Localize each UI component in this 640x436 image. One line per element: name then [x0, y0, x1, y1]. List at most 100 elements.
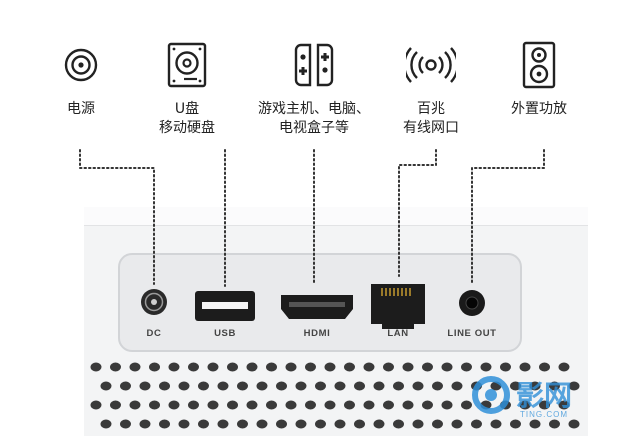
vent-hole — [510, 381, 521, 391]
feature-label-power: 电源 — [67, 101, 95, 117]
vent-hole — [324, 400, 336, 410]
vent-hole — [207, 362, 219, 372]
vent-hole — [120, 419, 131, 429]
vent-hole — [480, 362, 492, 372]
vent-hole — [178, 381, 190, 391]
vent-hole — [363, 362, 375, 372]
port-label-usb: USB — [214, 328, 236, 339]
vent-hole — [334, 419, 346, 429]
vent-hole — [539, 400, 550, 410]
vent-hole — [256, 419, 268, 429]
port-label-dc: DC — [146, 328, 162, 339]
vent-hole — [237, 419, 248, 429]
vent-hole — [159, 419, 170, 429]
vent-hole — [412, 419, 424, 429]
vent-hole — [217, 419, 229, 429]
vent-hole — [510, 419, 521, 429]
vent-hole — [393, 381, 404, 391]
vent-hole — [120, 381, 131, 391]
port-label-hdmi: HDMI — [303, 328, 331, 339]
feature-label-lineout: 外置功放 — [511, 101, 567, 117]
vent-hole — [266, 400, 277, 410]
vent-hole — [451, 419, 463, 429]
vent-hole — [441, 400, 453, 410]
vent-hole — [139, 381, 151, 391]
vent-hole — [285, 400, 297, 410]
vent-hole — [256, 381, 268, 391]
vent-hole — [529, 381, 541, 391]
vent-hole — [539, 362, 550, 372]
vent-hole — [168, 400, 180, 410]
vent-hole — [558, 362, 570, 372]
game-controller-icon — [294, 43, 334, 87]
vent-hole — [334, 381, 346, 391]
vent-hole — [519, 400, 531, 410]
vent-hole — [568, 381, 580, 391]
vent-hole — [295, 419, 307, 429]
feature-label-lan: 百兆有线网口 — [403, 101, 459, 136]
vent-hole — [549, 381, 560, 391]
vent-hole — [110, 400, 121, 410]
vent-hole — [198, 419, 209, 429]
vent-hole — [100, 381, 112, 391]
vent-hole — [246, 400, 258, 410]
feature-label-hdmi: 游戏主机、电脑、电视盒子等 — [258, 101, 370, 136]
vent-hole — [363, 400, 375, 410]
vent-hole — [529, 419, 541, 429]
vent-hole — [149, 400, 160, 410]
vent-hole — [90, 400, 102, 410]
vent-hole — [217, 381, 229, 391]
logo-ring-icon — [472, 376, 510, 414]
wireless-signal-icon — [406, 47, 456, 83]
watermark-subtext: TING.COM — [520, 410, 568, 419]
vent-hole — [519, 362, 531, 372]
vent-hole — [461, 362, 472, 372]
vent-hole — [227, 362, 238, 372]
vent-hole — [412, 381, 424, 391]
feature-label-usb: U盘移动硬盘 — [159, 101, 215, 136]
vent-hole — [266, 362, 277, 372]
vent-hole — [461, 400, 472, 410]
vent-hole — [276, 381, 287, 391]
vent-hole — [422, 400, 433, 410]
vent-hole — [432, 381, 443, 391]
vent-hole — [110, 362, 121, 372]
vent-hole — [354, 419, 365, 429]
vent-hole — [295, 381, 307, 391]
vent-hole — [246, 362, 258, 372]
vent-hole — [383, 400, 394, 410]
vent-hole — [373, 419, 385, 429]
power-coaxial-icon — [64, 48, 98, 82]
vent-hole — [324, 362, 336, 372]
vent-hole — [207, 400, 219, 410]
vent-grille — [90, 362, 580, 429]
watermark: 影网 TING.COM — [470, 374, 630, 426]
vent-hole — [383, 362, 394, 372]
vent-hole — [129, 400, 141, 410]
vent-hole — [178, 419, 190, 429]
vent-hole — [402, 400, 414, 410]
vent-hole — [315, 381, 326, 391]
vent-hole — [568, 419, 580, 429]
vent-hole — [139, 419, 151, 429]
watermark-text: 影网 — [516, 379, 573, 412]
vent-hole — [344, 362, 355, 372]
vent-hole — [227, 400, 238, 410]
vent-hole — [168, 362, 180, 372]
vent-hole — [198, 381, 209, 391]
vent-hole — [285, 362, 297, 372]
port-label-lan: LAN — [387, 328, 409, 339]
port-label-lineout: LINE OUT — [447, 328, 497, 339]
vent-hole — [188, 362, 199, 372]
vent-hole — [373, 381, 385, 391]
hard-drive-icon — [167, 42, 207, 88]
vent-hole — [354, 381, 365, 391]
vent-hole — [159, 381, 170, 391]
vent-hole — [129, 362, 141, 372]
vent-hole — [305, 400, 316, 410]
vent-hole — [149, 362, 160, 372]
vent-hole — [451, 381, 463, 391]
vent-hole — [500, 362, 511, 372]
vent-hole — [344, 400, 355, 410]
